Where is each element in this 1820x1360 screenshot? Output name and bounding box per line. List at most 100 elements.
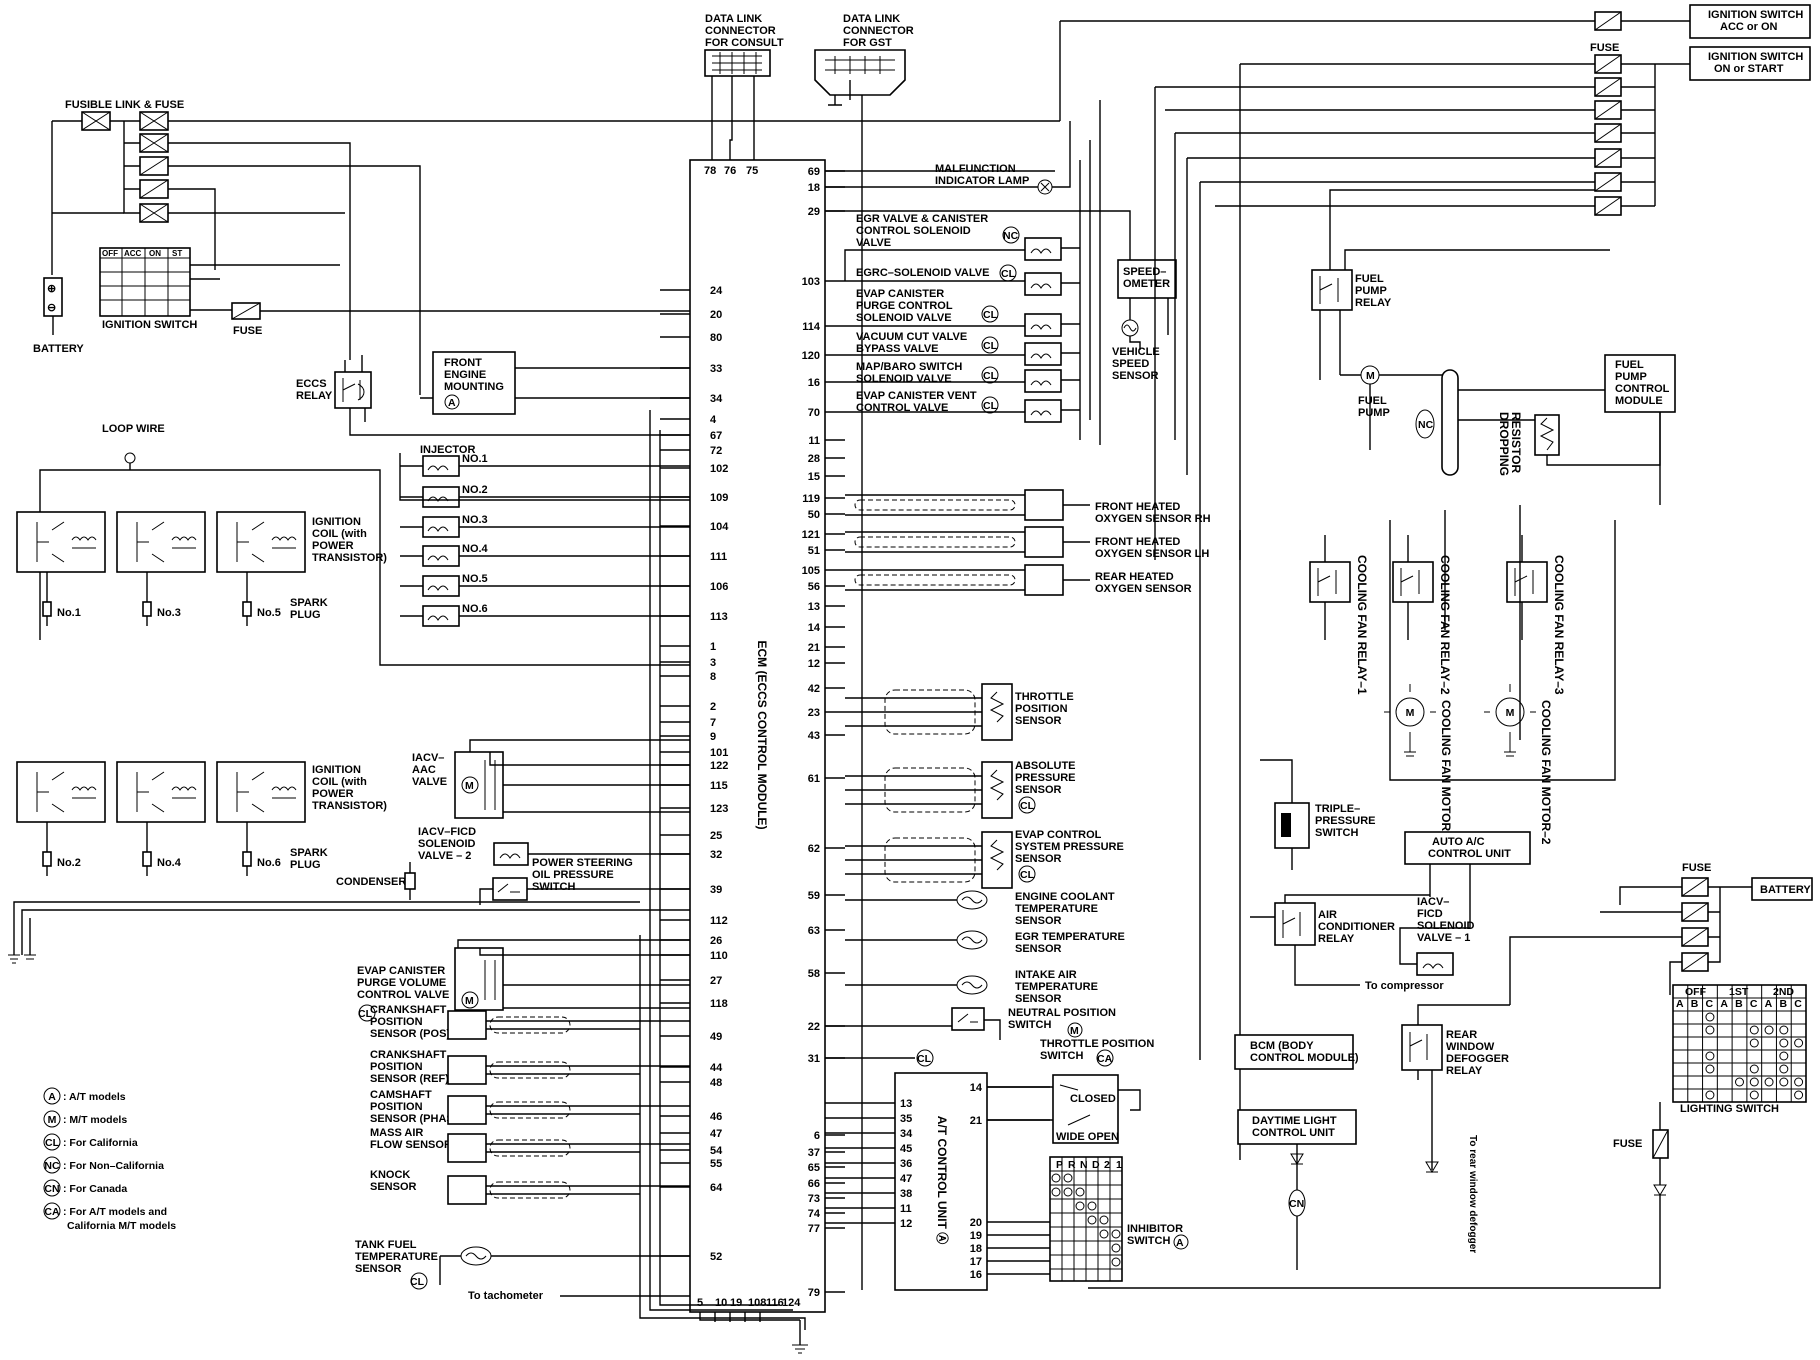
- svg-text:FICD: FICD: [1417, 908, 1443, 920]
- ecm-pin-13: 13: [808, 601, 820, 613]
- malfunction-indicator-lamp: MALFUNCTION INDICATOR LAMP: [825, 121, 1071, 195]
- ecm-pin-103: 103: [802, 276, 820, 288]
- ecm-pin-73: 73: [808, 1193, 820, 1205]
- svg-text:R: R: [1068, 1159, 1076, 1171]
- ignition-coil-top-2: No.3: [116, 511, 206, 626]
- svg-text:NC: NC: [44, 1160, 60, 1172]
- ecm-pin-116: 116: [766, 1297, 784, 1309]
- svg-text:A: A: [48, 1091, 56, 1103]
- spark-plug-label-1: No.1: [57, 607, 81, 619]
- svg-text:M: M: [465, 995, 474, 1007]
- svg-text:POSITION: POSITION: [1015, 703, 1068, 715]
- ecm-pin-124: 124: [782, 1297, 801, 1309]
- ignition-fuse: FUSE: [231, 302, 690, 337]
- ecm-pin-28: 28: [808, 453, 820, 465]
- injector-5: NO.5: [400, 573, 690, 597]
- svg-text:SOLENOID: SOLENOID: [418, 838, 476, 850]
- svg-text:FOR GST: FOR GST: [843, 37, 892, 49]
- condenser: CONDENSER: [336, 862, 416, 900]
- svg-text:FUEL: FUEL: [1355, 273, 1384, 285]
- ecm-pin-66: 66: [808, 1178, 820, 1190]
- lighting-switch-label: LIGHTING SWITCH: [1680, 1103, 1779, 1115]
- svg-text:OFF: OFF: [102, 249, 118, 258]
- data-link-gst-label: DATA LINK: [843, 13, 900, 25]
- svg-text:1: 1: [1116, 1159, 1122, 1171]
- svg-text:2ND: 2ND: [1773, 986, 1794, 998]
- svg-text:CA: CA: [44, 1206, 60, 1218]
- fuel-pump-connector: [1441, 369, 1605, 476]
- ecm-pin-72: 72: [710, 445, 722, 457]
- svg-text:COOLING FAN RELAY–1: COOLING FAN RELAY–1: [1355, 555, 1369, 695]
- ignition-coil-bottom-1: No.2: [16, 761, 106, 876]
- ecm-pin-23: 23: [808, 707, 820, 719]
- ecm-pin-78: 78: [704, 165, 716, 177]
- bcm-body-control-module: BCM (BODY CONTROL MODULE): [1234, 1034, 1359, 1070]
- ecm-pin-77: 77: [808, 1223, 820, 1235]
- spark-plug-label-3: No.6: [257, 857, 281, 869]
- ecm-pin-34: 34: [710, 393, 723, 405]
- svg-text:POWER STEERING: POWER STEERING: [532, 857, 633, 869]
- svg-text:FUEL: FUEL: [1358, 395, 1387, 407]
- svg-text:OXYGEN SENSOR RH: OXYGEN SENSOR RH: [1095, 513, 1211, 525]
- fuel-pump-control-module: FUEL PUMP CONTROL MODULE: [1604, 354, 1676, 505]
- svg-text:TEMPERATURE: TEMPERATURE: [1015, 903, 1098, 915]
- svg-text:SENSOR: SENSOR: [1015, 853, 1062, 865]
- svg-text:A: A: [1765, 998, 1773, 1010]
- svg-text:AAC: AAC: [412, 764, 436, 776]
- svg-text:SENSOR: SENSOR: [1015, 943, 1062, 955]
- tcu-pin-12: 12: [900, 1218, 912, 1230]
- svg-text:PRESSURE: PRESSURE: [1015, 772, 1076, 784]
- svg-text:M: M: [1406, 707, 1415, 719]
- svg-text:COIL (with: COIL (with: [312, 528, 367, 540]
- svg-text:SPEED: SPEED: [1112, 358, 1149, 370]
- svg-text:D: D: [1092, 1159, 1100, 1171]
- injector-6: NO.6: [400, 603, 690, 627]
- ecm-pin-44: 44: [710, 1062, 723, 1074]
- spark-plug-label-1: No.2: [57, 857, 81, 869]
- svg-text:PURGE VOLUME: PURGE VOLUME: [357, 977, 446, 989]
- svg-text:POSITION: POSITION: [370, 1101, 423, 1113]
- ecm-pin-2: 2: [710, 701, 716, 713]
- svg-text:INHIBITOR: INHIBITOR: [1127, 1223, 1183, 1235]
- svg-text:WINDOW: WINDOW: [1446, 1041, 1495, 1053]
- svg-text:PLUG: PLUG: [290, 859, 321, 871]
- svg-text:CL: CL: [983, 370, 998, 382]
- air-conditioner-relay: AIR CONDITIONER RELAY To compressor: [1250, 894, 1444, 992]
- cooling-fan-relay-2: COOLING FAN RELAY–2: [1392, 535, 1452, 695]
- svg-text:B: B: [1779, 998, 1787, 1010]
- ignition-coil-bottom-3: No.6: [216, 761, 306, 876]
- triple-pressure-switch: TRIPLE– PRESSURE SWITCH: [1260, 759, 1376, 870]
- ecm-pin-58: 58: [808, 968, 820, 980]
- dropping-resistor: DROPPING RESISTOR: [1497, 412, 1661, 476]
- svg-text:VEHICLE: VEHICLE: [1112, 346, 1160, 358]
- ecm-pin-76: 76: [724, 165, 736, 177]
- svg-text:SENSOR: SENSOR: [1015, 915, 1062, 927]
- svg-text:SYSTEM PRESSURE: SYSTEM PRESSURE: [1015, 841, 1124, 853]
- ecm-pin-115: 115: [710, 780, 728, 792]
- svg-text:IACV–: IACV–: [1417, 896, 1449, 908]
- svg-text:SOLENOID: SOLENOID: [1417, 920, 1475, 932]
- spark-plug-label-3: No.5: [257, 607, 281, 619]
- ecm-pin-69: 69: [808, 166, 820, 178]
- svg-text:CL: CL: [983, 309, 998, 321]
- cooling-fan-relay-3: COOLING FAN RELAY–3: [1506, 535, 1566, 695]
- ecm-pin-14: 14: [808, 622, 821, 634]
- ecm-pin-106: 106: [710, 581, 728, 593]
- condenser-label: CONDENSER: [336, 876, 406, 888]
- svg-text:CL: CL: [1001, 268, 1016, 280]
- svg-text:SENSOR: SENSOR: [1112, 370, 1159, 382]
- ecm-pin-29: 29: [808, 206, 820, 218]
- svg-text:OXYGEN SENSOR LH: OXYGEN SENSOR LH: [1095, 548, 1209, 560]
- rear-window-defogger-relay: REAR WINDOW DEFOGGER RELAY To rear windo…: [1401, 1004, 1510, 1253]
- svg-text:: For Canada: : For Canada: [63, 1183, 127, 1195]
